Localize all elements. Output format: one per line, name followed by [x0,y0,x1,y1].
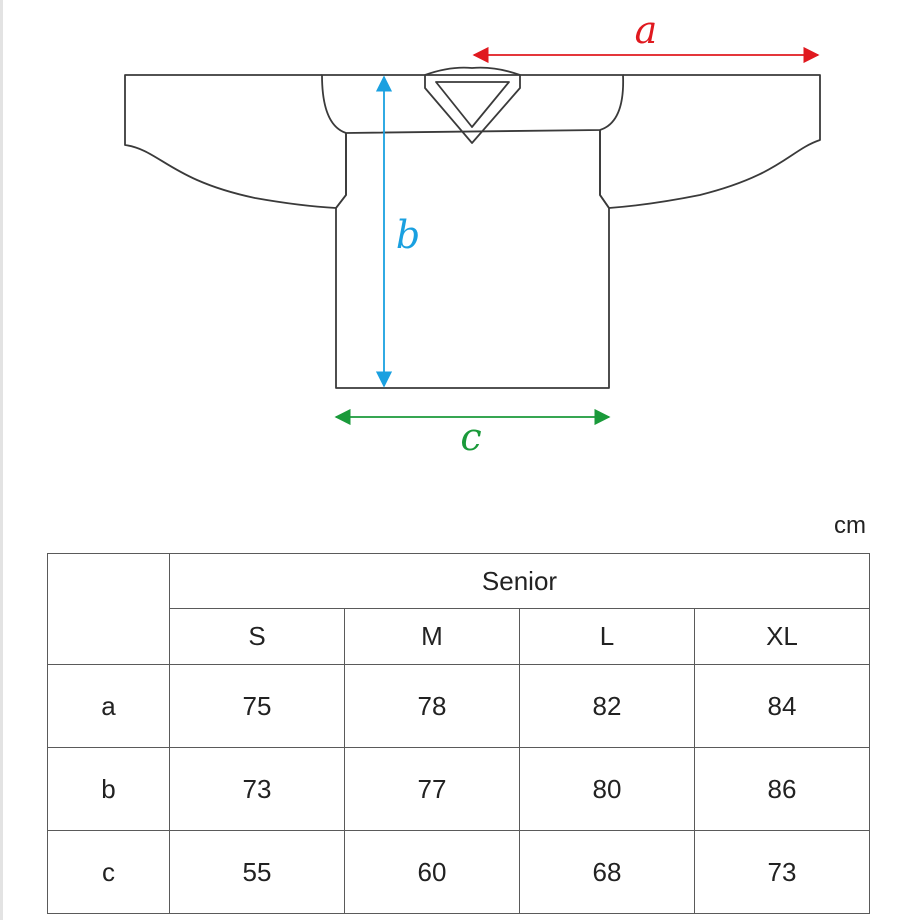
table-header-row: Senior [47,553,870,665]
cell-b-l: 80 [519,747,695,831]
left-sleeve [124,74,347,209]
unit-label: cm [834,512,866,539]
jersey-outline [124,66,821,389]
cell-c-l: 68 [519,830,695,914]
table-row: c 55 60 68 73 [47,830,870,914]
page-left-border [0,0,3,920]
cell-a-xl: 84 [694,664,870,748]
v-neck-inner [435,81,510,128]
cell-b-m: 77 [344,747,520,831]
size-header-l: L [519,608,695,665]
v-neck-collar [424,66,521,144]
shoulder-yoke [321,74,625,134]
size-header-s: S [169,608,345,665]
row-label-b: b [47,747,170,831]
cell-a-l: 82 [519,664,695,748]
size-header-row: S M L XL [48,608,870,665]
table-row: a 75 78 82 84 [47,664,870,748]
row-label-a: a [47,664,170,748]
jersey-diagram: a b c [124,8,821,459]
size-header-xl: XL [694,608,870,665]
cell-c-m: 60 [344,830,520,914]
dimension-b-label: b [396,213,420,257]
cell-a-s: 75 [169,664,345,748]
table-row: b 73 77 80 86 [47,747,870,831]
right-sleeve [599,74,821,209]
row-label-c: c [47,830,170,914]
dimension-c-label: c [460,415,481,459]
cell-b-xl: 86 [694,747,870,831]
table-corner-cell [47,553,170,665]
group-header-senior: Senior [169,553,870,609]
dimension-a-label: a [635,8,658,52]
cell-c-xl: 73 [694,830,870,914]
jersey-body [335,130,610,389]
cell-b-s: 73 [169,747,345,831]
cell-c-s: 55 [169,830,345,914]
cell-a-m: 78 [344,664,520,748]
size-chart-table: Senior S M L XL a 75 78 82 84 b 73 77 80… [47,553,870,914]
size-header-m: M [344,608,520,665]
